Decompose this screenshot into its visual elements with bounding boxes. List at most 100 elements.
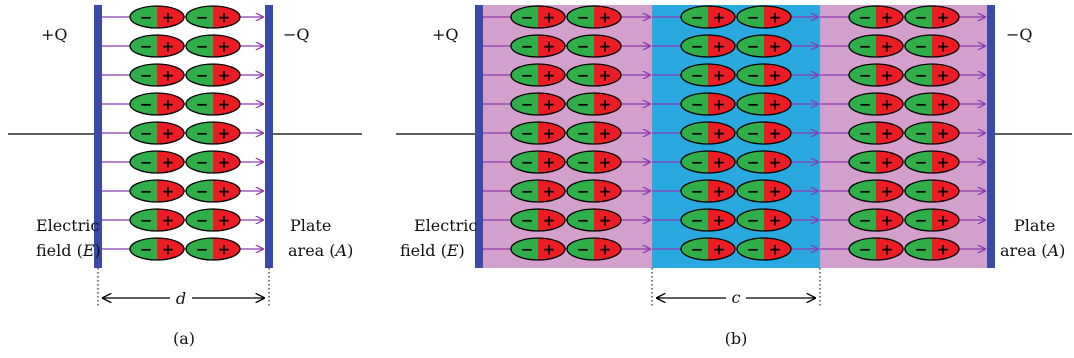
panel-a-dipole-r8-c2: −+ [185,208,241,232]
dipole-outline [185,150,241,174]
dipole-plus-sign: + [218,154,231,172]
dipole-negative-half [849,64,876,86]
dipole-plus-sign: + [543,154,556,172]
dipole-outline [680,121,736,145]
dipole-positive-half [764,209,791,231]
dipole-positive-half [594,238,621,260]
dipole-plus-sign: + [218,241,231,259]
panel-b-dipole-r1-c5: −+ [848,5,904,29]
panel-b-gap-symbol: c [732,288,741,307]
dipole-outline [129,237,185,261]
dipole-plus-sign: + [162,125,175,143]
dipole-plus-sign: + [162,183,175,201]
dipole-positive-half [932,93,959,115]
dipole-negative-half [511,180,538,202]
dipole-positive-half [213,93,240,115]
dipole-negative-half [511,64,538,86]
panel-b-dipole-r7-c6: −+ [904,179,960,203]
dipole-negative-half [681,180,708,202]
dipole-negative-half [130,93,157,115]
panel-b-dipole-r9-c5: −+ [848,237,904,261]
panel-a-dipole-r8-c1: −+ [129,208,185,232]
dipole-positive-half [708,209,735,231]
dipole-outline [566,150,622,174]
panel-b-dipole-r3-c1: −+ [510,63,566,87]
panel-b-dipole-r1-c1: −+ [510,5,566,29]
panel-b-plus-q-label: +Q [432,25,459,44]
dipole-plus-sign: + [162,9,175,27]
dipole-positive-half [708,151,735,173]
dipole-negative-half [130,238,157,260]
panel-b-dipole-r5-c6: −+ [904,121,960,145]
panel-b-dipole-r2-c4: −+ [736,34,792,58]
dipole-plus-sign: + [937,67,950,85]
dipole-negative-half [737,122,764,144]
dipole-plus-sign: + [881,241,894,259]
dipole-outline [185,34,241,58]
dipole-negative-half [905,238,932,260]
dipole-positive-half [932,238,959,260]
dipole-positive-half [708,122,735,144]
dipole-outline [848,237,904,261]
dipole-positive-half [594,35,621,57]
panel-b-dipole-r3-c5: −+ [848,63,904,87]
panel-b-dipole-r2-c2: −+ [566,34,622,58]
dipole-negative-half [849,151,876,173]
panel-b-area-label-line1: Plate [1014,216,1055,235]
dipole-plus-sign: + [769,154,782,172]
dipole-plus-sign: + [543,212,556,230]
panel-b-dipole-r5-c5: −+ [848,121,904,145]
dipole-positive-half [538,6,565,28]
dipole-negative-half [186,209,213,231]
dipole-negative-half [849,180,876,202]
dipole-positive-half [213,209,240,231]
dipole-positive-half [932,209,959,231]
dipole-plus-sign: + [937,241,950,259]
panel-b-dipoles: −+−+−+−+−+−+−+−+−+−+−+−+−+−+−+−+−+−+−+−+… [510,5,960,261]
dipole-negative-half [737,180,764,202]
dipole-positive-half [932,6,959,28]
dipole-minus-sign: − [859,241,872,259]
dipole-minus-sign: − [915,125,928,143]
dipole-positive-half [932,64,959,86]
panel-b: −+−+−+−+−+−+−+−+−+−+−+−+−+−+−+−+−+−+−+−+… [396,5,1072,348]
dipole-minus-sign: − [915,38,928,56]
dipole-negative-half [905,93,932,115]
dipole-outline [736,179,792,203]
dipole-negative-half [905,6,932,28]
panel-b-field-label-line1: Electric [414,216,477,235]
dipole-positive-half [876,64,903,86]
dipole-positive-half [538,151,565,173]
dipole-negative-half [681,209,708,231]
dipole-minus-sign: − [859,67,872,85]
dipole-outline [680,150,736,174]
panel-b-dipole-r9-c4: −+ [736,237,792,261]
panel-b-dipole-r4-c3: −+ [680,92,736,116]
dipole-outline [185,179,241,203]
panel-a-area-label-line2: area (A) [288,241,353,260]
panel-a-caption: (a) [173,329,195,348]
dipole-positive-half [538,64,565,86]
dipole-negative-half [849,209,876,231]
dipole-outline [566,179,622,203]
dipole-outline [510,63,566,87]
panel-a-area-label-line1: Plate [290,216,331,235]
dipole-negative-half [186,64,213,86]
panel-b-dipole-r5-c1: −+ [510,121,566,145]
dipole-negative-half [905,151,932,173]
dipole-outline [566,63,622,87]
dipole-minus-sign: − [859,38,872,56]
dipole-outline [566,208,622,232]
panel-a: −+−+−+−+−+−+−+−+−+−+−+−+−+−+−+−+−+−+ +Q … [8,5,362,348]
dipole-negative-half [511,151,538,173]
dipole-outline [129,150,185,174]
dipole-plus-sign: + [543,183,556,201]
dipole-plus-sign: + [599,96,612,114]
dipole-positive-half [213,151,240,173]
dipole-minus-sign: − [577,38,590,56]
dipole-plus-sign: + [937,96,950,114]
dipole-negative-half [737,6,764,28]
dipole-minus-sign: − [196,38,209,56]
panel-b-dipole-r8-c4: −+ [736,208,792,232]
